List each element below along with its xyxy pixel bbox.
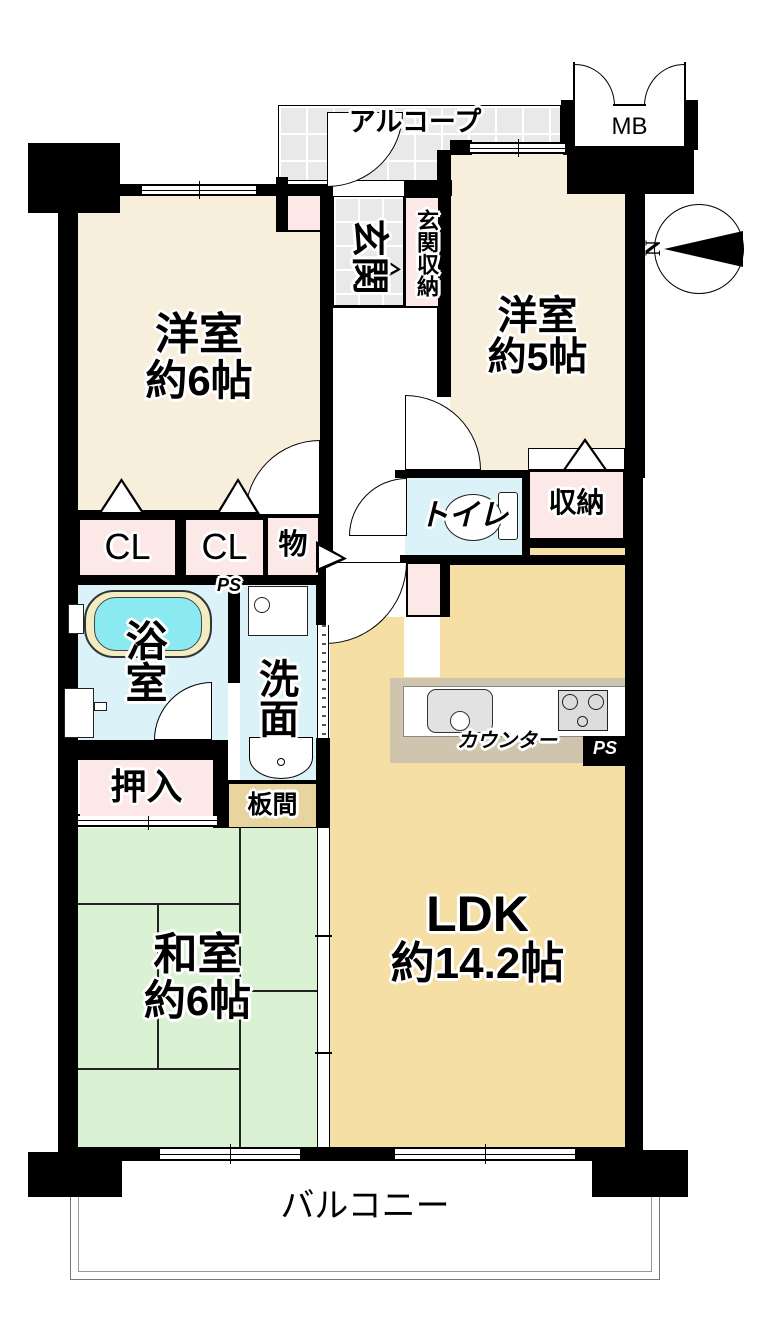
wall (58, 210, 78, 1155)
wall (28, 143, 120, 213)
wall (528, 540, 643, 548)
tatami-line (241, 990, 317, 992)
japanese-ldk-track (317, 828, 330, 1147)
room-western-5 (450, 153, 625, 470)
stove-burner-small (577, 716, 588, 727)
closet-right-label: CL (201, 526, 248, 567)
futon-closet-label: 押入 (110, 766, 183, 807)
small-storage-label: 物 (278, 529, 308, 561)
storage-label: 収納 (548, 487, 605, 518)
window (470, 139, 565, 157)
room-japanese (78, 828, 317, 1147)
futon-closet-box (80, 760, 213, 816)
washing-machine (248, 586, 308, 636)
track-tick (315, 1052, 332, 1054)
wall (625, 192, 645, 478)
wood-floor-label: 板間 (247, 791, 298, 819)
bathtub-water (94, 597, 202, 651)
entrance-storage-label: 玄関収納 (414, 209, 439, 297)
tatami-line (239, 828, 241, 1147)
tatami-line (78, 903, 240, 905)
shower-fixture (64, 688, 94, 738)
entrance-label: 玄関 (347, 218, 390, 295)
bathroom-label: 浴室 (120, 619, 167, 703)
kitchen-counter-label: カウンター (457, 730, 557, 752)
wall (320, 184, 333, 520)
alcove-label: アルコープ (348, 107, 482, 137)
closet-mono (268, 518, 318, 575)
wall (228, 585, 240, 683)
wall (440, 562, 450, 617)
wall (567, 147, 694, 194)
room-ldk-mid (450, 565, 528, 1147)
pipe-space-kitchen-label: PS (592, 738, 617, 758)
closet-cl-left (80, 520, 175, 575)
entrance-storage-box (404, 196, 440, 308)
closet-left-label: CL (104, 526, 151, 567)
wall (112, 184, 144, 196)
japanese-room-label: 和室 約6帖 (143, 930, 252, 1024)
toilet-door-arc (349, 478, 407, 536)
wall (395, 470, 628, 478)
wall (254, 184, 333, 196)
balcony-label: バルコニー (280, 1187, 450, 1225)
wall (522, 478, 530, 555)
wall (28, 1152, 122, 1197)
wall (437, 150, 451, 397)
ldk-label: LDK 約14.2帖 (390, 886, 565, 988)
stove-burner (588, 694, 604, 710)
washroom-sliding-door (317, 625, 329, 738)
pipe-space-top-label: PS (216, 575, 241, 595)
track-tick (315, 935, 332, 937)
stove-burner (562, 694, 578, 710)
pipe-space-kitchen-box (583, 736, 627, 766)
toilet-bowl (444, 494, 502, 541)
hall-strip (404, 617, 440, 677)
wall (592, 1150, 688, 1197)
western6-label: 洋室 約6帖 (145, 310, 253, 404)
tatami-line (78, 1068, 240, 1070)
washroom-label: 洗面 (253, 658, 297, 738)
western5-label: 洋室 約5帖 (487, 294, 588, 380)
wall (228, 780, 317, 785)
pipe-space-box (406, 562, 440, 617)
balcony-inner-line (78, 1158, 652, 1272)
entrance-area (333, 196, 404, 308)
meter-box-label: MB (611, 113, 648, 140)
storage-box (528, 470, 625, 540)
wall (400, 555, 628, 565)
entrance-side-cabinet (286, 196, 320, 232)
wall (213, 740, 228, 828)
wood-floor-box (228, 783, 317, 828)
window (142, 181, 256, 199)
mb-door-sill (613, 104, 646, 106)
closet-cl-right (186, 520, 263, 575)
wall (333, 305, 404, 308)
wall (66, 740, 228, 760)
wall (686, 100, 698, 150)
room-ldk-right (528, 548, 625, 1147)
compass-north-label: N (640, 240, 665, 256)
kitchen-sink-faucet (450, 711, 470, 731)
window (395, 1144, 575, 1164)
wall (316, 738, 330, 790)
wash-basin-drain (277, 758, 285, 766)
tatami-line (157, 905, 159, 1070)
wall (276, 177, 288, 232)
shower-knob (94, 702, 107, 711)
wall (450, 140, 472, 155)
toilet-label: トイレ (418, 499, 509, 532)
window (160, 1144, 300, 1164)
wall (316, 790, 330, 828)
bath-faucet (68, 604, 84, 634)
wall (625, 478, 643, 1160)
wall (561, 100, 573, 150)
washing-machine-dial (254, 597, 270, 613)
